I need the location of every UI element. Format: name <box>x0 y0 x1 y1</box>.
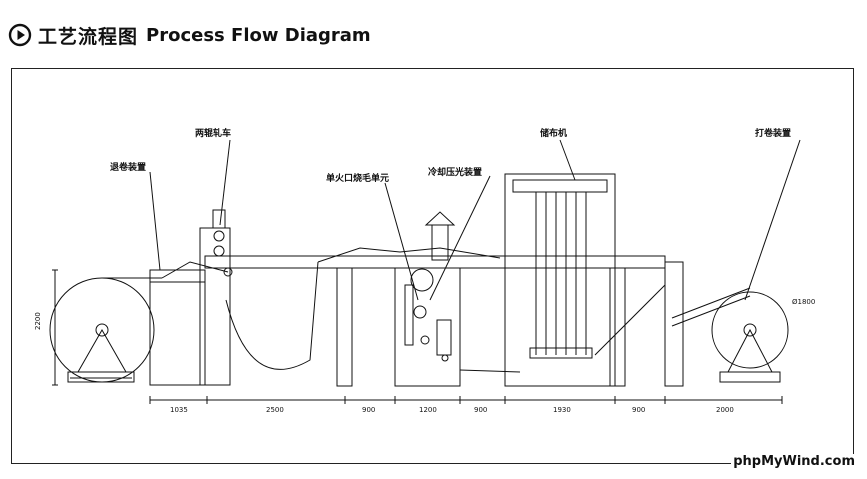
dim-segment: 1200 <box>419 406 437 414</box>
main-beam <box>204 255 666 269</box>
title-english: Process Flow Diagram <box>146 24 371 46</box>
diagram-frame <box>11 68 854 464</box>
dim-segment: 900 <box>632 406 645 414</box>
header: 工艺流程图 Process Flow Diagram <box>8 22 371 48</box>
title-chinese: 工艺流程图 <box>38 25 139 48</box>
label-storage: 储布机 <box>540 127 567 139</box>
cloth-storage <box>504 173 616 387</box>
rewind-unit <box>664 261 789 387</box>
label-rewind: 打卷装置 <box>755 127 791 139</box>
label-burner: 单火口烧毛单元 <box>326 172 389 184</box>
dim-segment: 2500 <box>266 406 284 414</box>
dim-segment: 1035 <box>170 406 188 414</box>
label-unwind: 退卷装置 <box>110 161 146 173</box>
dim-segment: 2000 <box>716 406 734 414</box>
label-two-roll: 两辊轧车 <box>195 127 231 139</box>
burner-unit <box>394 211 461 387</box>
watermark: phpMyWind.com <box>731 454 857 469</box>
cloth-path <box>225 261 319 370</box>
dim-segment: 1930 <box>553 406 571 414</box>
dim-diameter: Ø1800 <box>792 298 815 306</box>
unwind-unit <box>49 269 206 386</box>
play-circle-icon <box>8 23 32 47</box>
dim-segment: 900 <box>362 406 375 414</box>
two-roll-padder <box>199 209 233 386</box>
dim-segment: 900 <box>474 406 487 414</box>
label-cooling: 冷却压光装置 <box>428 166 482 178</box>
dim-height: 2200 <box>34 312 42 330</box>
